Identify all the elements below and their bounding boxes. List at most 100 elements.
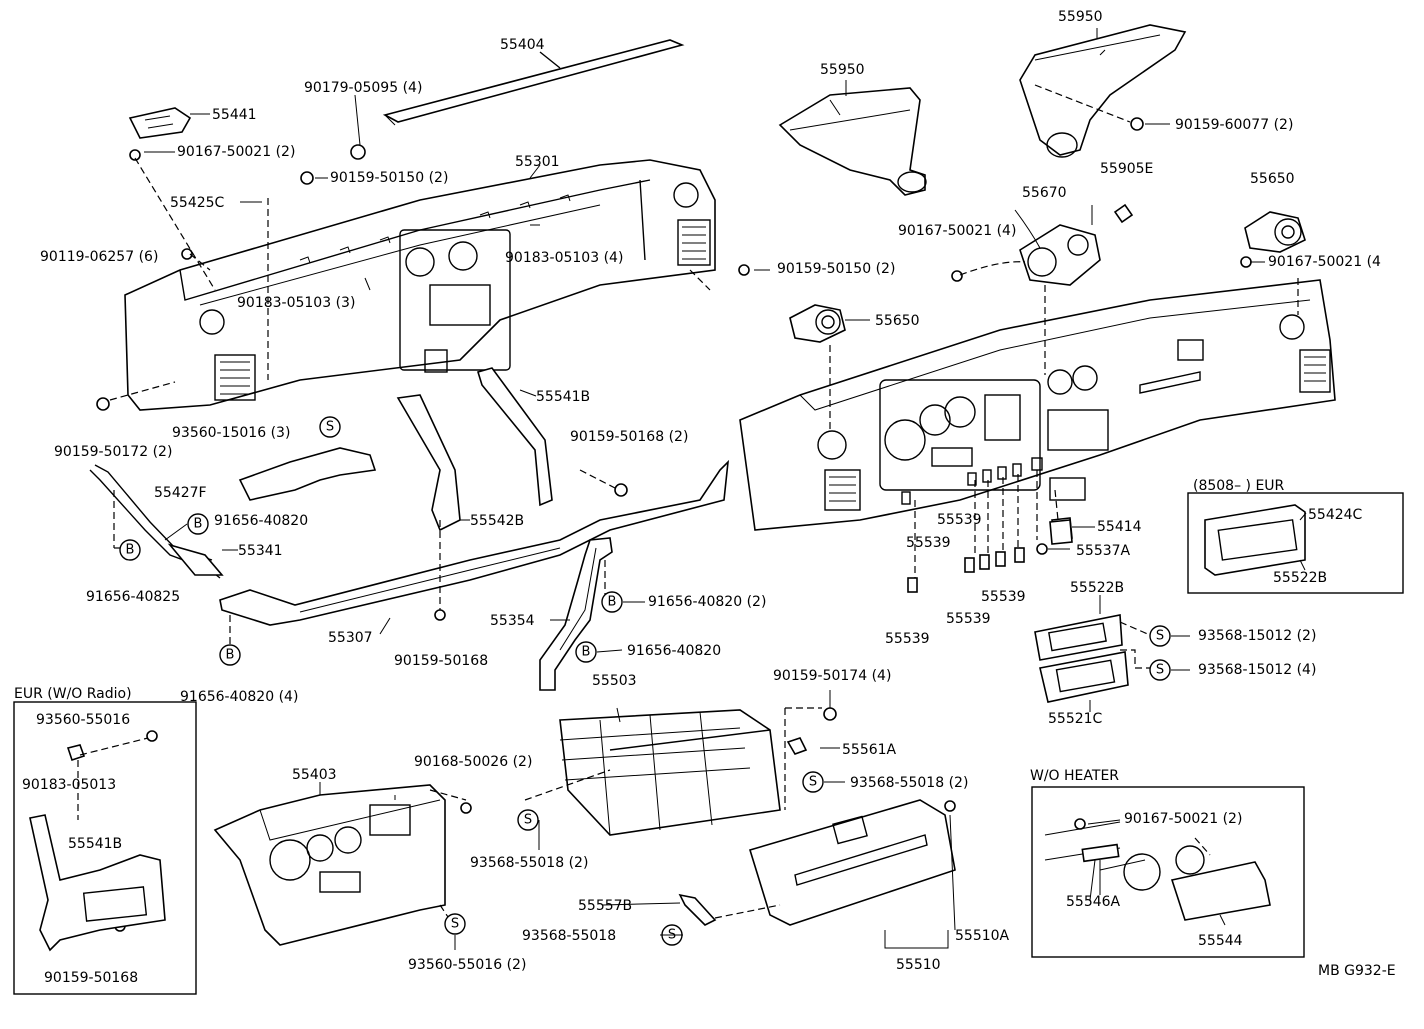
label-90183-05013: 90183-05013 [22, 777, 116, 793]
fasteners [96, 117, 1252, 932]
label-55546a: 55546A [1066, 894, 1121, 910]
badge-b-91656-40820-c: B [575, 641, 597, 663]
duct-55950-right [1019, 24, 1187, 158]
label-93560-15016: 93560-15016 (3) [172, 425, 290, 441]
badge-s-93568-15012-a: S [1149, 625, 1171, 647]
vent-55670 [959, 203, 1134, 286]
label-55354: 55354 [490, 613, 535, 629]
label-55510a: 55510A [955, 928, 1010, 944]
label-90159-60077: 90159-60077 (2) [1175, 117, 1293, 133]
label-91656-40820-d: 91656-40820 (4) [180, 689, 298, 705]
brackets-center [89, 367, 730, 691]
label-55539-2: 55539 [906, 535, 951, 551]
label-55544: 55544 [1198, 933, 1243, 949]
label-55403: 55403 [292, 767, 337, 783]
switch-55414 [1048, 519, 1095, 550]
badge-b-91656-40820-a: B [187, 513, 209, 535]
label-55521c: 55521C [1048, 711, 1103, 727]
label-93568-15012-a: 93568-15012 (2) [1198, 628, 1316, 644]
label-93568-55018-b: 93568-55018 (2) [470, 855, 588, 871]
label-55537a: 55537A [1076, 543, 1131, 559]
label-55510: 55510 [896, 957, 941, 973]
label-90167-50021-d: 90167-50021 (2) [1124, 811, 1242, 827]
label-90183-05103-a: 90183-05103 (4) [505, 250, 623, 266]
label-93560-55016-a: 93560-55016 [36, 712, 130, 728]
badge-b-91656-40825: B [119, 539, 141, 561]
label-90159-50174: 90159-50174 (4) [773, 668, 891, 684]
badge-s-93568-55018-b: S [517, 809, 539, 831]
label-55414: 55414 [1097, 519, 1142, 535]
bezel-55522B [1034, 595, 1123, 661]
svg-text:S: S [451, 917, 459, 932]
svg-text:S: S [524, 813, 532, 828]
badge-s-93560-55016-b: S [444, 913, 466, 935]
label-55539-1: 55539 [937, 512, 982, 528]
label-93560-55016-b: 93560-55016 (2) [408, 957, 526, 973]
label-55561a: 55561A [842, 742, 897, 758]
label-55539-3: 55539 [981, 589, 1026, 605]
dashboard-panel-right [739, 278, 1336, 578]
label-55650-a: 55650 [1250, 171, 1295, 187]
label-ref-code: MB G932-E [1318, 963, 1396, 979]
bracket-55441 [128, 107, 192, 139]
label-93568-15012-b: 93568-15012 (4) [1198, 662, 1316, 678]
label-55301: 55301 [515, 154, 560, 170]
trim-strip-55404 [382, 39, 685, 123]
label-55307: 55307 [328, 630, 373, 646]
instrument-panel-55403 [213, 782, 467, 946]
label-55424c: 55424C [1308, 507, 1363, 523]
label-55541b-b: 55541B [68, 836, 122, 852]
svg-text:S: S [1156, 629, 1164, 644]
label-90183-05103-b: 90183-05103 (3) [237, 295, 355, 311]
leader-lines-top-left [109, 51, 770, 401]
duct-55950-left [778, 80, 927, 196]
svg-text:B: B [226, 648, 235, 663]
label-55503: 55503 [592, 673, 637, 689]
svg-text:B: B [582, 645, 591, 660]
label-55404: 55404 [500, 37, 545, 53]
badge-b-91656-40820-b: B [601, 591, 623, 613]
label-55441: 55441 [212, 107, 257, 123]
label-eur-title: (8508– ) EUR [1193, 478, 1285, 494]
eur-no-radio-inset [13, 701, 197, 995]
label-91656-40820-a: 91656-40820 [214, 513, 308, 529]
svg-text:S: S [1156, 663, 1164, 678]
badge-b-91656-40820-d: B [219, 644, 241, 666]
label-55557b: 55557B [578, 898, 632, 914]
label-91656-40820-c: 91656-40820 [627, 643, 721, 659]
svg-text:B: B [126, 543, 135, 558]
badge-s-93568-55018-a: S [802, 771, 824, 793]
label-55539-5: 55539 [885, 631, 930, 647]
label-90159-50168-c: 90159-50168 [44, 970, 138, 986]
label-eur-no-radio-title: EUR (W/O Radio) [14, 686, 132, 702]
wo-heater-inset [1031, 786, 1305, 958]
label-55905e: 55905E [1100, 161, 1153, 177]
label-55425c: 55425C [170, 195, 225, 211]
label-90167-50021-c: 90167-50021 (4 [1268, 254, 1381, 270]
badge-s-93560-15016: S [319, 416, 341, 438]
eur-inset-box [1187, 492, 1404, 594]
label-55541b-a: 55541B [536, 389, 590, 405]
glove-box-55503 [524, 707, 822, 836]
svg-text:B: B [194, 517, 203, 532]
label-90179-05095: 90179-05095 (4) [304, 80, 422, 96]
vent-55650-right [1244, 211, 1306, 263]
label-55341: 55341 [238, 543, 283, 559]
label-55950-b: 55950 [1058, 9, 1103, 25]
label-90159-50168-a: 90159-50168 (2) [570, 429, 688, 445]
label-91656-40825: 91656-40825 [86, 589, 180, 605]
label-55539-4: 55539 [946, 611, 991, 627]
label-55522b-a: 55522B [1070, 580, 1124, 596]
label-90159-50150-a: 90159-50150 (2) [330, 170, 448, 186]
label-90159-50168-b: 90159-50168 [394, 653, 488, 669]
dashboard-panel-left [124, 159, 716, 411]
svg-text:S: S [809, 775, 817, 790]
label-55950-a: 55950 [820, 62, 865, 78]
label-55427f: 55427F [154, 485, 207, 501]
vent-55650-left [789, 304, 870, 343]
label-90159-50150-b: 90159-50150 (2) [777, 261, 895, 277]
label-90119-06257: 90119-06257 (6) [40, 249, 158, 265]
label-90167-50021-a: 90167-50021 (2) [177, 144, 295, 160]
